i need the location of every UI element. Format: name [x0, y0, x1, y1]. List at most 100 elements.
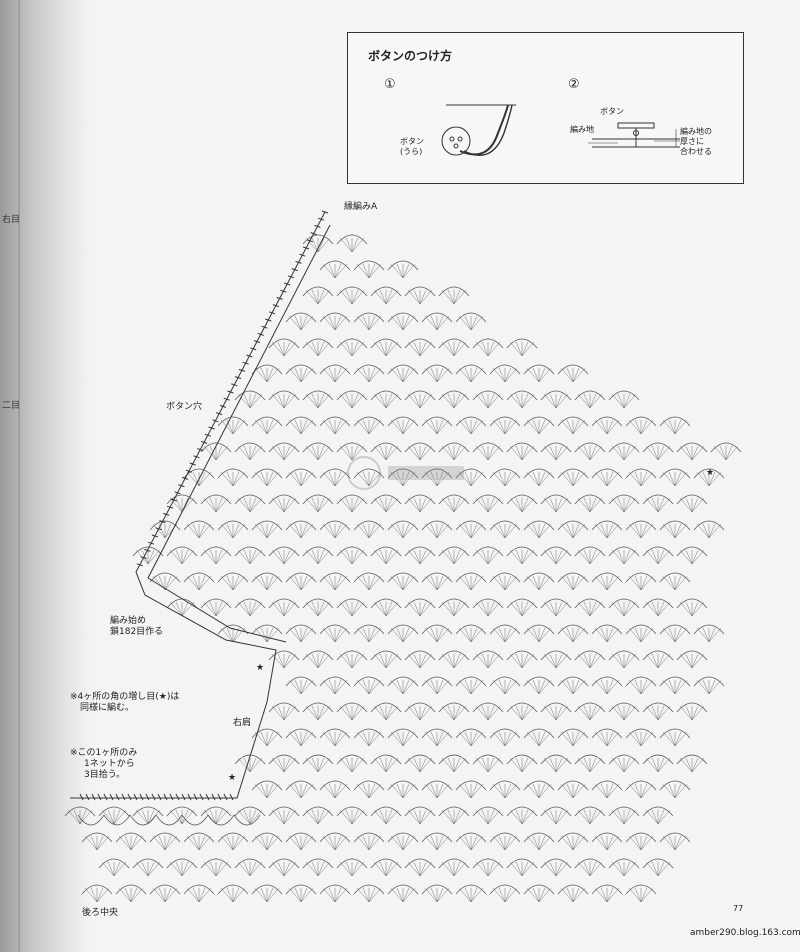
motif-stitch: [232, 523, 246, 539]
motif-stitch: [385, 757, 393, 773]
motif-arc: [404, 546, 436, 557]
motif-stitch: [220, 419, 234, 435]
motif-arc: [268, 338, 300, 349]
motif-stitch: [351, 861, 365, 877]
motif-arc: [336, 650, 368, 661]
motif-stitch: [640, 523, 654, 539]
motif-arc: [387, 676, 419, 687]
motif-arc: [302, 390, 334, 401]
motif-stitch: [458, 679, 472, 695]
motif-stitch: [487, 653, 501, 669]
motif-stitch: [532, 523, 540, 539]
motif-stitch: [334, 731, 342, 747]
motif-arc: [319, 676, 351, 687]
motif-stitch: [305, 757, 319, 773]
motif-stitch: [402, 835, 410, 851]
motif-stitch: [430, 887, 438, 903]
motif-stitch: [158, 835, 166, 851]
motif-stitch: [458, 627, 472, 643]
motif-arc: [285, 364, 317, 375]
motif-stitch: [254, 367, 268, 383]
border-stitch: [185, 469, 193, 473]
motif-stitch: [674, 575, 688, 591]
motif-arc: [557, 520, 589, 531]
motif-stitch: [260, 367, 268, 383]
motif-stitch: [532, 471, 540, 487]
motif-stitch: [198, 523, 206, 539]
motif-stitch: [691, 601, 699, 617]
motif-stitch: [504, 679, 518, 695]
motif-stitch: [538, 419, 552, 435]
motif-arc: [421, 728, 453, 739]
motif-arc: [659, 676, 691, 687]
motif-stitch: [515, 809, 523, 825]
motif-arc: [336, 234, 368, 245]
motif-stitch: [441, 549, 455, 565]
motif-stitch: [453, 549, 461, 565]
motif-stitch: [674, 627, 688, 643]
motif-stitch: [521, 497, 535, 513]
border-stitch: [163, 512, 170, 516]
motif-stitch: [373, 601, 387, 617]
motif-stitch: [589, 861, 603, 877]
motif-arc: [489, 832, 521, 843]
motif-stitch: [356, 783, 370, 799]
motif-stitch: [640, 835, 654, 851]
motif-stitch: [419, 757, 427, 773]
motif-stitch: [402, 367, 416, 383]
motif-stitch: [555, 601, 563, 617]
motif-stitch: [470, 523, 478, 539]
motif-arc: [506, 546, 538, 557]
motif-stitch: [294, 367, 302, 383]
motif-stitch: [300, 523, 314, 539]
motif-arc: [217, 884, 249, 895]
motif-arc: [574, 806, 606, 817]
motif-stitch: [215, 809, 229, 825]
motif-stitch: [334, 471, 342, 487]
motif-stitch: [674, 783, 682, 799]
motif-stitch: [538, 783, 546, 799]
motif-stitch: [147, 861, 161, 877]
motif-stitch: [181, 809, 189, 825]
motif-arc: [285, 520, 317, 531]
motif-stitch: [396, 523, 404, 539]
motif-stitch: [254, 471, 268, 487]
border-stitch: [178, 484, 185, 488]
motif-stitch: [589, 393, 603, 409]
motif-stitch: [181, 861, 195, 877]
motif-stitch: [555, 705, 563, 721]
motif-arc: [319, 260, 351, 271]
motif-arc: [200, 546, 232, 557]
motif-stitch: [311, 705, 319, 721]
motif-stitch: [424, 367, 438, 383]
motif-stitch: [487, 497, 501, 513]
motif-stitch: [181, 861, 189, 877]
motif-stitch: [260, 471, 268, 487]
motif-stitch: [572, 887, 586, 903]
motif-stitch: [339, 289, 353, 305]
motif-stitch: [657, 705, 671, 721]
motif-stitch: [209, 809, 217, 825]
motif-stitch: [402, 783, 410, 799]
motif-arc: [608, 390, 640, 401]
motif-stitch: [215, 445, 229, 461]
motif-arc: [404, 494, 436, 505]
motif-arc: [540, 650, 572, 661]
motif-stitch: [526, 835, 540, 851]
motif-stitch: [651, 705, 659, 721]
motif-stitch: [560, 731, 574, 747]
motif-stitch: [487, 445, 501, 461]
motif-arc: [370, 338, 402, 349]
motif-arc: [387, 624, 419, 635]
motif-arc: [285, 884, 317, 895]
motif-stitch: [606, 835, 614, 851]
motif-stitch: [555, 445, 563, 461]
motif-stitch: [419, 549, 427, 565]
motif-stitch: [424, 419, 438, 435]
motif-stitch: [305, 445, 319, 461]
motif-stitch: [617, 445, 625, 461]
motif-stitch: [572, 731, 580, 747]
motif-stitch: [555, 861, 563, 877]
motif-stitch: [368, 835, 382, 851]
motif-stitch: [549, 653, 557, 669]
